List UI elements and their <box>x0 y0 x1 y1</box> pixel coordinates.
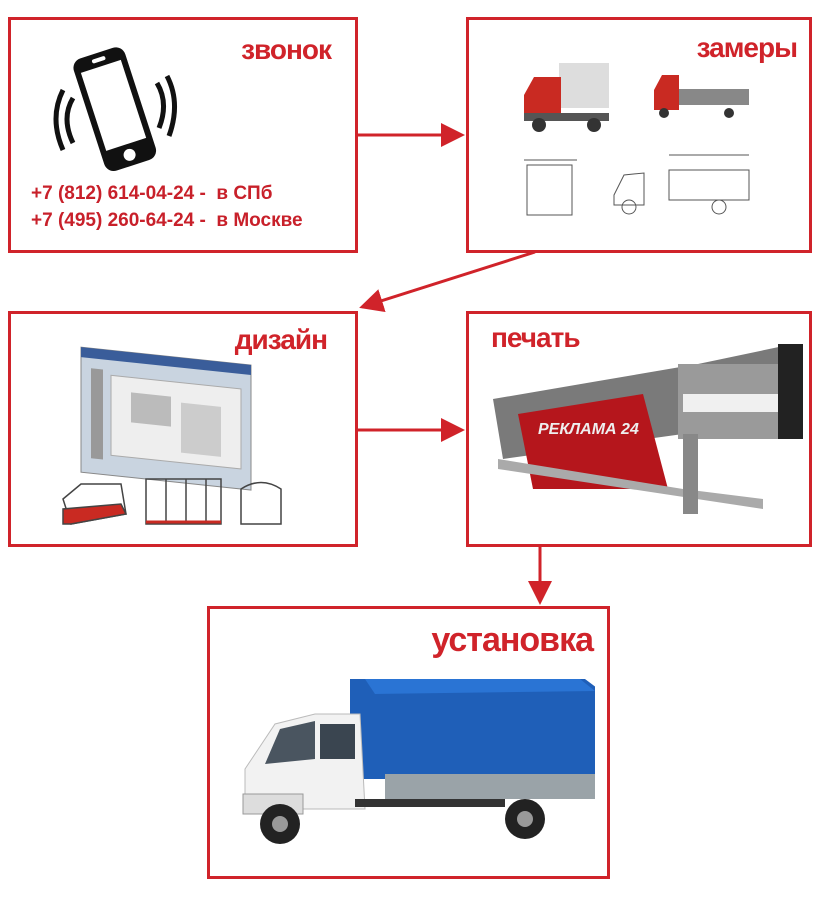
step-title: звонок <box>241 34 332 65</box>
step-print: печать РЕКЛАМА 24 <box>466 311 812 547</box>
phone-spb[interactable]: +7 (812) 614-04-24 - в СПб <box>31 183 273 204</box>
step-title: замеры <box>696 32 798 63</box>
printer-logo: РЕКЛАМА 24 <box>538 421 639 438</box>
installed-truck-tarp <box>242 679 595 844</box>
step-design: дизайн <box>8 311 358 547</box>
phone-moscow[interactable]: +7 (495) 260-64-24 - в Москве <box>31 210 303 231</box>
step-title: печать <box>491 322 581 353</box>
step-install: установка <box>207 606 610 879</box>
arrow-measure-to-design <box>359 250 536 313</box>
step-measure: замеры <box>466 17 812 253</box>
step-title: дизайн <box>234 324 328 355</box>
step-title: установка <box>431 621 594 659</box>
step-call: звонок +7 (812) 614-04-24 - в СПб +7 (49… <box>8 17 358 253</box>
large-format-printer: РЕКЛАМА 24 <box>493 344 803 514</box>
design-software-illustration <box>62 346 282 525</box>
vibrating-phone-icon <box>53 47 177 172</box>
truck-photos <box>524 63 750 216</box>
